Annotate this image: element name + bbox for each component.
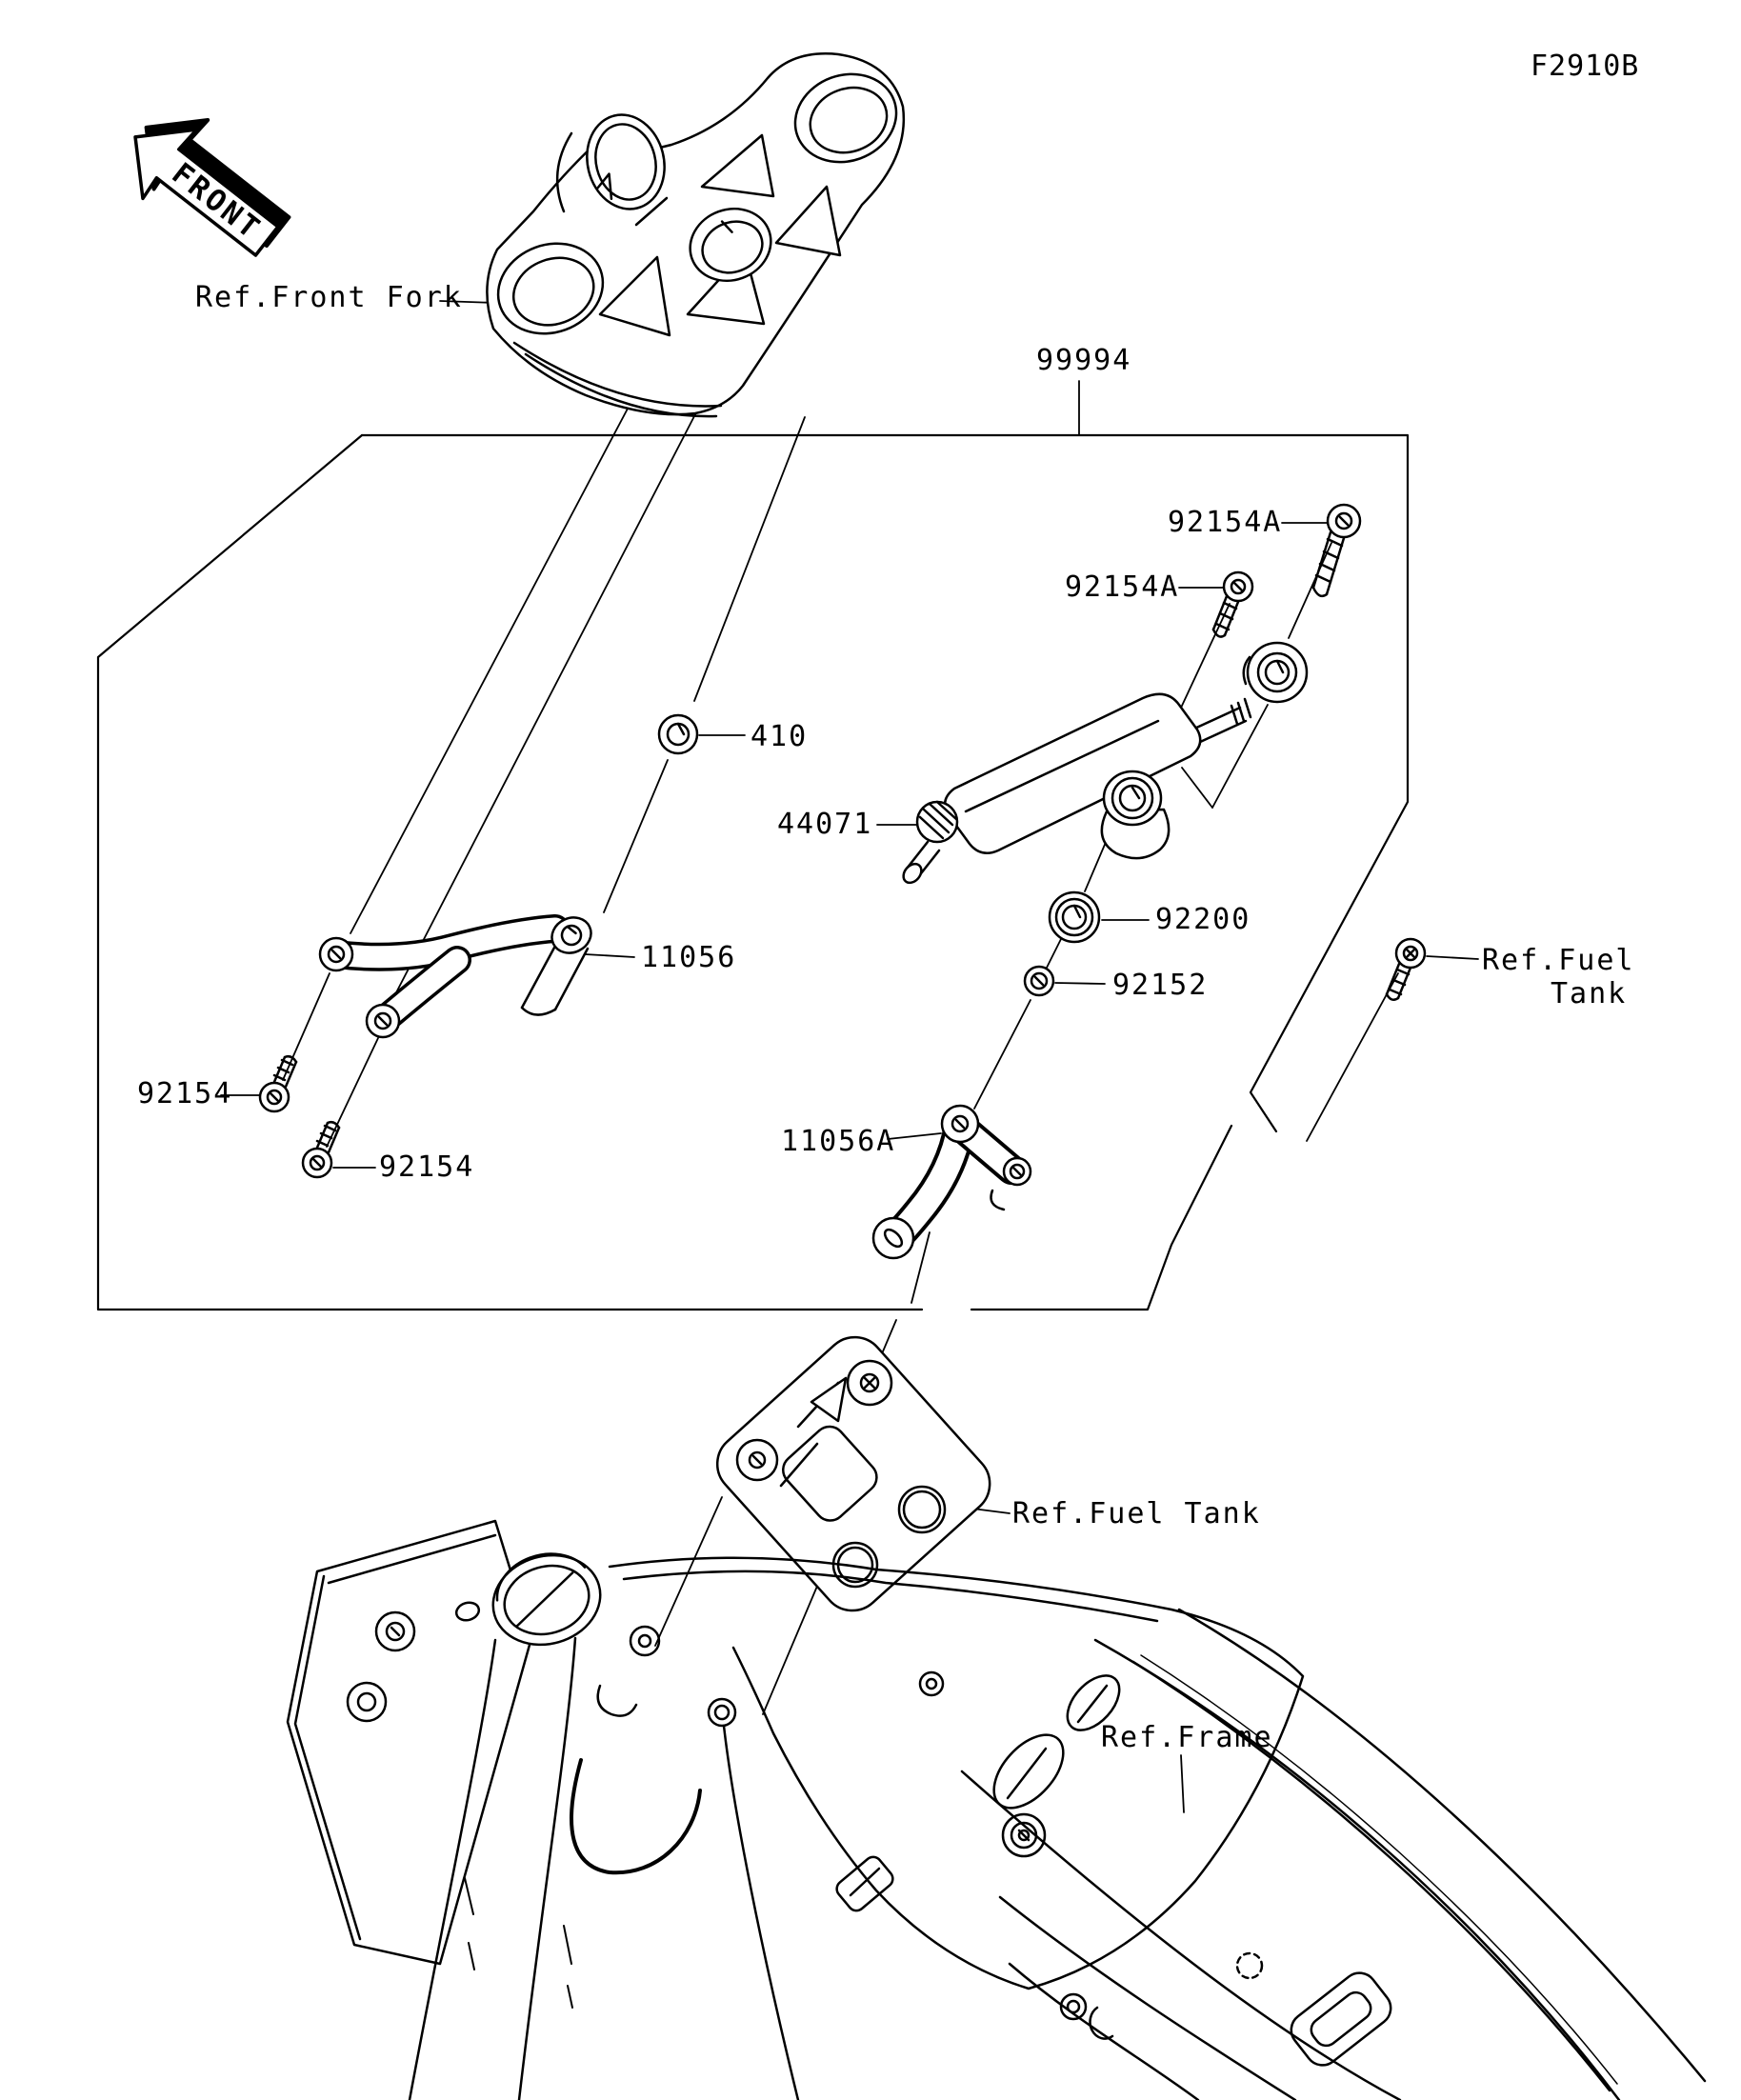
bracket-11056-drawing [318, 914, 592, 1039]
ref-front-fork-label: Ref.Front Fork [195, 281, 463, 314]
callout-92154a-upper: 92154A [1168, 506, 1283, 539]
frame-drawing [286, 1519, 1707, 2100]
callout-11056: 11056 [641, 941, 737, 974]
assembly-centerlines [282, 388, 1399, 1715]
steering-damper-drawing [902, 641, 1309, 885]
screw-fuel-tank [1385, 937, 1427, 1002]
callout-92154a-lower: 92154A [1065, 570, 1180, 604]
callout-92200: 92200 [1155, 903, 1251, 936]
screw-92154a-upper [1311, 503, 1362, 598]
callout-92154-bottom: 92154 [379, 1150, 475, 1184]
ref-frame-label: Ref.Frame [1101, 1721, 1273, 1754]
kit-boundary-box [96, 433, 1410, 1311]
front-direction-arrow: FRONT [133, 117, 291, 257]
screw-92154-bottom [301, 1120, 341, 1179]
washer-92200 [1048, 890, 1101, 944]
ref-fuel-tank-right-line1: Ref.Fuel [1482, 944, 1635, 977]
fuel-tank-bracket-drawing [715, 1335, 991, 1612]
callout-92152: 92152 [1112, 969, 1209, 1002]
callout-11056a: 11056A [781, 1125, 896, 1158]
ref-fuel-tank-bottom-label: Ref.Fuel Tank [1012, 1497, 1261, 1530]
washer-410 [657, 713, 699, 755]
screw-92154a-lower [1211, 570, 1254, 638]
front-fork-triple-clamp-drawing [486, 52, 906, 418]
screw-92154-left [258, 1054, 298, 1113]
washer-92152 [1023, 965, 1055, 997]
ref-fuel-tank-right-line2: Tank [1551, 977, 1628, 1010]
callout-44071: 44071 [777, 808, 873, 841]
leader-lines [220, 300, 1479, 1813]
bracket-11056a-drawing [871, 1104, 1032, 1260]
drawing-code: F2910B [1531, 50, 1640, 83]
callout-92154-left: 92154 [137, 1077, 233, 1110]
callout-410: 410 [750, 720, 809, 753]
callout-99994: 99994 [1036, 344, 1132, 377]
